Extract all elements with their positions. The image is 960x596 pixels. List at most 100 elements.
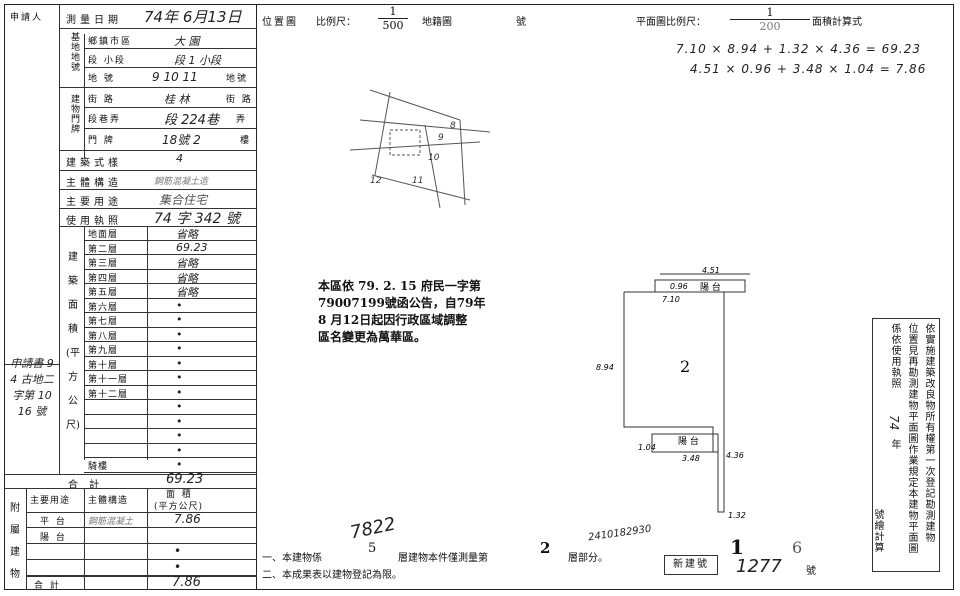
survey-date-value: 74年 6月13日 (144, 8, 242, 26)
floor-row: 第六層• (84, 298, 257, 313)
use-value: 集合住宅 (159, 193, 208, 207)
floor-value: • (176, 298, 183, 312)
attach-area: • (174, 544, 182, 558)
survey-date-label: 測量日期 (66, 15, 122, 26)
stamp-line-2: 79007199號函公告，自79年 (318, 296, 486, 310)
plan-floor-label: 2 (680, 357, 690, 376)
floor-value: • (176, 414, 183, 428)
parcel-10: 10 (428, 153, 440, 163)
floor-value: 69.23 (176, 240, 208, 254)
floor-row: 第九層 • (84, 342, 257, 357)
street-label: 街 路 (88, 95, 115, 105)
scale-label: 比例尺： (316, 17, 356, 28)
scale-numerator: 1 (389, 5, 397, 18)
floor-label: 第五層 (88, 288, 119, 298)
scale-denominator: 500 (378, 18, 408, 32)
structure-value: 鋼筋混凝土造 (154, 177, 209, 187)
door-value: 18號 2 (162, 133, 201, 147)
right-note-col1: 依實施建築改良物所有權第一次登記勘測建物 (923, 323, 934, 543)
landno-suffix: 地號 (226, 74, 249, 84)
area-group-char: 築 (68, 276, 78, 287)
landno-label: 地 號 (88, 74, 115, 84)
floor-row: 第十二層 • (84, 385, 257, 400)
calc-line-1: 7.10 × 8.94 + 1.32 × 4.36 = 69.23 (676, 42, 921, 56)
total-value: 69.23 (166, 472, 204, 487)
calc-line-2: 4.51 × 0.96 + 3.48 × 1.04 = 7.86 (690, 62, 927, 76)
floor-row: 第五層 省略 (84, 284, 257, 299)
stamp-line-4: 區名變更為萬華區。 (318, 330, 427, 344)
new-building-label: 新建號 (664, 555, 718, 575)
plan-dim-left-2: 1.04 (638, 443, 656, 452)
lane-label: 段巷弄 (88, 115, 122, 125)
parcel-12: 12 (370, 176, 382, 186)
attach-row: 陽 台 (26, 528, 257, 544)
attach-total-label: 合 計 (34, 581, 61, 591)
plan-scale-denominator: 200 (730, 19, 810, 33)
small-number: 6 (792, 538, 803, 557)
floor-value: • (176, 342, 183, 355)
applicant-label: 申請人 (10, 13, 44, 23)
attach-area-label: 面 積 (166, 490, 193, 500)
survey-sheet (4, 4, 954, 590)
attach-row: • (26, 544, 257, 560)
floor-value: • (176, 356, 183, 370)
area-group-char: (平 (66, 348, 80, 359)
floor-row: • (84, 414, 257, 429)
landno-value: 9 10 11 (152, 70, 198, 84)
floor-row: • (84, 400, 257, 415)
right-note-year: 74 (887, 415, 901, 431)
floor-label: 第九層 (88, 346, 119, 356)
plan-dim-top: 4.51 (702, 266, 720, 275)
left-info-table: 申請人 測量日期 74年 6月13日 基地地號 建物門牌 鄉鎮市區 大 園 段 … (4, 4, 257, 591)
note-1-prefix: 一、本建物係 (262, 553, 322, 564)
floor-label: 第十二層 (88, 389, 129, 400)
attach-total-value: 7.86 (172, 575, 201, 590)
applicant-note: 申請書 94 古地二字第 1016 號 (10, 357, 54, 418)
area-group-label: 建築面積(平方公尺) (64, 246, 82, 438)
right-note-col3: 係依使用執照 (889, 323, 900, 389)
floor-row: 騎樓 • (84, 458, 257, 473)
plan-dim-436: 4.36 (726, 451, 744, 460)
plan-dim-top-2: 0.96 (670, 282, 688, 291)
floor-value: • (176, 313, 183, 326)
area-group-char: 尺) (66, 420, 80, 431)
town-value: 大 園 (174, 35, 200, 48)
stamp-line-1: 本區依 79. 2. 15 府民一字第 (318, 279, 481, 293)
lane-value: 段 224巷 (164, 113, 219, 128)
floor-row: 地面層 省略 (84, 226, 257, 241)
floor-row: 第十一層• (84, 371, 257, 386)
floor-label: 第十一層 (88, 375, 129, 385)
area-calc-label: 面積計算式 (812, 17, 862, 28)
floor-value: • (176, 327, 183, 341)
door-suffix: 樓 (240, 136, 252, 146)
base-address-group: 基地地號 (69, 32, 79, 72)
big-number: 1 (730, 535, 744, 559)
plan-dim-710: 7.10 (662, 295, 680, 304)
note-1-floors: 5 (368, 541, 377, 556)
attach-use-label: 主要用途 (30, 496, 71, 506)
right-note-box: 依實施建築改良物所有權第一次登記勘測建物 位置見再勘測建物平面圖作業規定本建物平… (872, 318, 940, 572)
attach-group-label: 附屬建物 (10, 503, 20, 580)
floor-row: 第八層• (84, 327, 257, 342)
plan-balcony-top: 陽 台 (700, 281, 721, 293)
floor-value: • (176, 458, 183, 471)
floor-label: 地面層 (88, 230, 119, 240)
new-building-value: 1277 (736, 556, 782, 577)
plan-dim-132: 1.32 (728, 511, 746, 520)
floor-value: 省略 (176, 286, 198, 299)
floor-label: 第三層 (88, 259, 119, 269)
area-group-char: 面 (68, 300, 78, 311)
total-label: 合 計 (68, 480, 104, 491)
floor-row: 第四層省略 (84, 270, 257, 285)
plan-scale-label: 平面圖比例尺： (636, 17, 706, 28)
cadastral-map-label: 地籍圖 (422, 17, 452, 28)
floor-value: 省略 (176, 228, 198, 241)
floor-label: 騎樓 (88, 462, 109, 472)
street-value: 桂 林 (164, 93, 190, 106)
attach-use: 陽 台 (40, 533, 67, 543)
floor-value: • (176, 385, 183, 399)
note-1-suffix: 層部分。 (568, 553, 608, 564)
town-label: 鄉鎮市區 (88, 37, 133, 47)
area-group-char: 公 (68, 396, 78, 407)
